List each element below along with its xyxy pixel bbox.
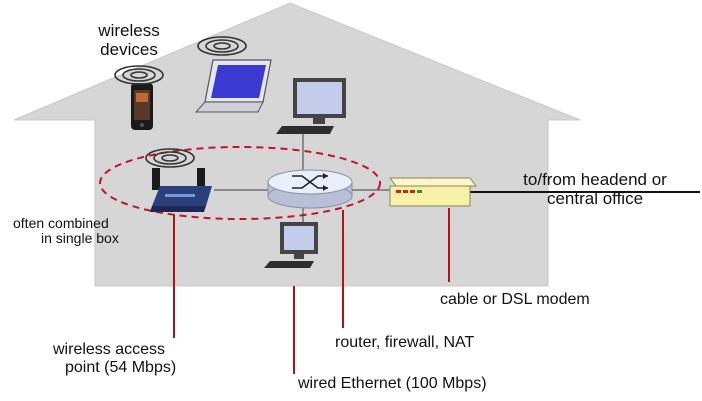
often-combined-label: often combined in single box	[13, 215, 119, 247]
access-point-line-2: point (54 Mbps)	[65, 358, 177, 376]
access-point-line-1: wireless access	[53, 341, 166, 358]
combined-box-ellipse	[99, 146, 381, 220]
phone-wireless-waves-icon	[114, 65, 164, 85]
laptop-icon	[194, 59, 272, 113]
headend-label: to/from headend or central office	[500, 170, 690, 208]
modem-label: cable or DSL modem	[440, 291, 590, 308]
ap-wireless-waves-icon	[145, 148, 195, 168]
often-combined-line-2: in single box	[41, 230, 119, 247]
wireless-access-point-icon	[150, 168, 212, 212]
laptop-wireless-waves-icon	[197, 36, 247, 56]
access-point-label: wireless access point (54 Mbps)	[53, 341, 176, 376]
headend-line-2: central office	[546, 188, 644, 208]
headend-line-1: to/from headend or	[523, 170, 667, 189]
wireless-devices-label: wireless devices	[84, 21, 174, 59]
desktop-computer-top-icon	[276, 78, 346, 134]
modem-icon	[389, 177, 477, 207]
router-label: router, firewall, NAT	[335, 334, 475, 351]
desktop-computer-bottom-icon	[264, 222, 318, 268]
wireless-devices-line-2: devices	[100, 39, 158, 59]
wireless-devices-line-1: wireless	[98, 21, 160, 40]
router-icon	[267, 169, 353, 209]
often-combined-line-1: often combined	[13, 215, 109, 231]
smartphone-icon	[131, 83, 153, 130]
ethernet-label: wired Ethernet (100 Mbps)	[298, 375, 487, 392]
